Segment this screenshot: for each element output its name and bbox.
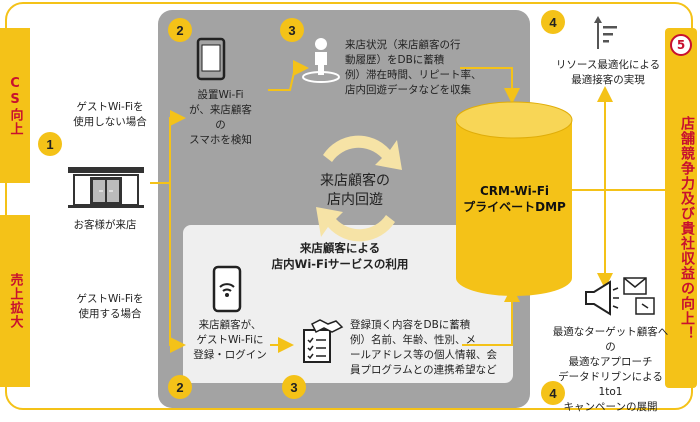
- person-location-icon: [302, 38, 340, 83]
- database-icon: [455, 101, 573, 296]
- step-badge-2-bottom: 2: [168, 375, 192, 399]
- resource-optimize-icon: [594, 16, 617, 49]
- one-to-one-campaign-label: 最適なターゲット顧客への 最適なアプローチ データドリブンによる1to1 キャン…: [552, 326, 669, 413]
- visit-data-label: 来店状況（来店顧客の行 動履歴）をDBに蓄積 例）滞在時間、リピート率、 店内回…: [345, 39, 482, 96]
- visitor-label: お客様が来店: [73, 219, 137, 231]
- step-badge-4-bottom: 4: [541, 381, 565, 405]
- campaign-megaphone-icon: [585, 277, 655, 316]
- step-badge-3-bottom: 3: [282, 375, 306, 399]
- tablet-icon: [196, 37, 226, 81]
- sales-expansion-label: 売上拡大: [0, 215, 30, 387]
- wifi-service-title: 来店顧客による 店内Wi-Fiサービスの利用: [271, 241, 409, 271]
- step-badge-1: 1: [38, 132, 62, 156]
- handshake-clipboard-icon: [303, 319, 344, 363]
- step-badge-2-top: 2: [168, 18, 192, 42]
- step-badge-4-top: 4: [541, 10, 565, 34]
- cs-improvement-label: CS向上: [0, 28, 30, 183]
- result-label: 店舗競争力及び貴社収益の向上！: [679, 115, 695, 341]
- wifi-login-label: 来店顧客が、 ゲストWi-Fiに 登録・ログイン: [193, 319, 267, 361]
- result-bar: [665, 28, 697, 388]
- store-entrance-icon: [68, 167, 144, 208]
- smartphone-wifi-icon: [212, 265, 242, 313]
- wifi-case-label: ゲストWi-Fiを 使用する場合: [76, 293, 144, 320]
- in-store-circulation-label: 来店顧客の 店内回遊: [320, 173, 390, 208]
- registration-data-label: 登録頂く内容をDBに蓄積 例）名前、年齢、性別、メ ールアドレス等の個人情報、会…: [350, 319, 497, 376]
- no-wifi-case-label: ゲストWi-Fiを 使用しない場合: [73, 101, 147, 128]
- crm-dmp-label: CRM-Wi-Fi プライベートDMP: [463, 184, 566, 214]
- step-badge-5: 5: [670, 34, 692, 56]
- wifi-detect-label: 設置Wi-Fi が、来店顧客 の スマホを検知: [189, 89, 252, 146]
- optimize-service-label: リソース最適化による 最適接客の実現: [555, 59, 661, 86]
- step-badge-3-top: 3: [280, 18, 304, 42]
